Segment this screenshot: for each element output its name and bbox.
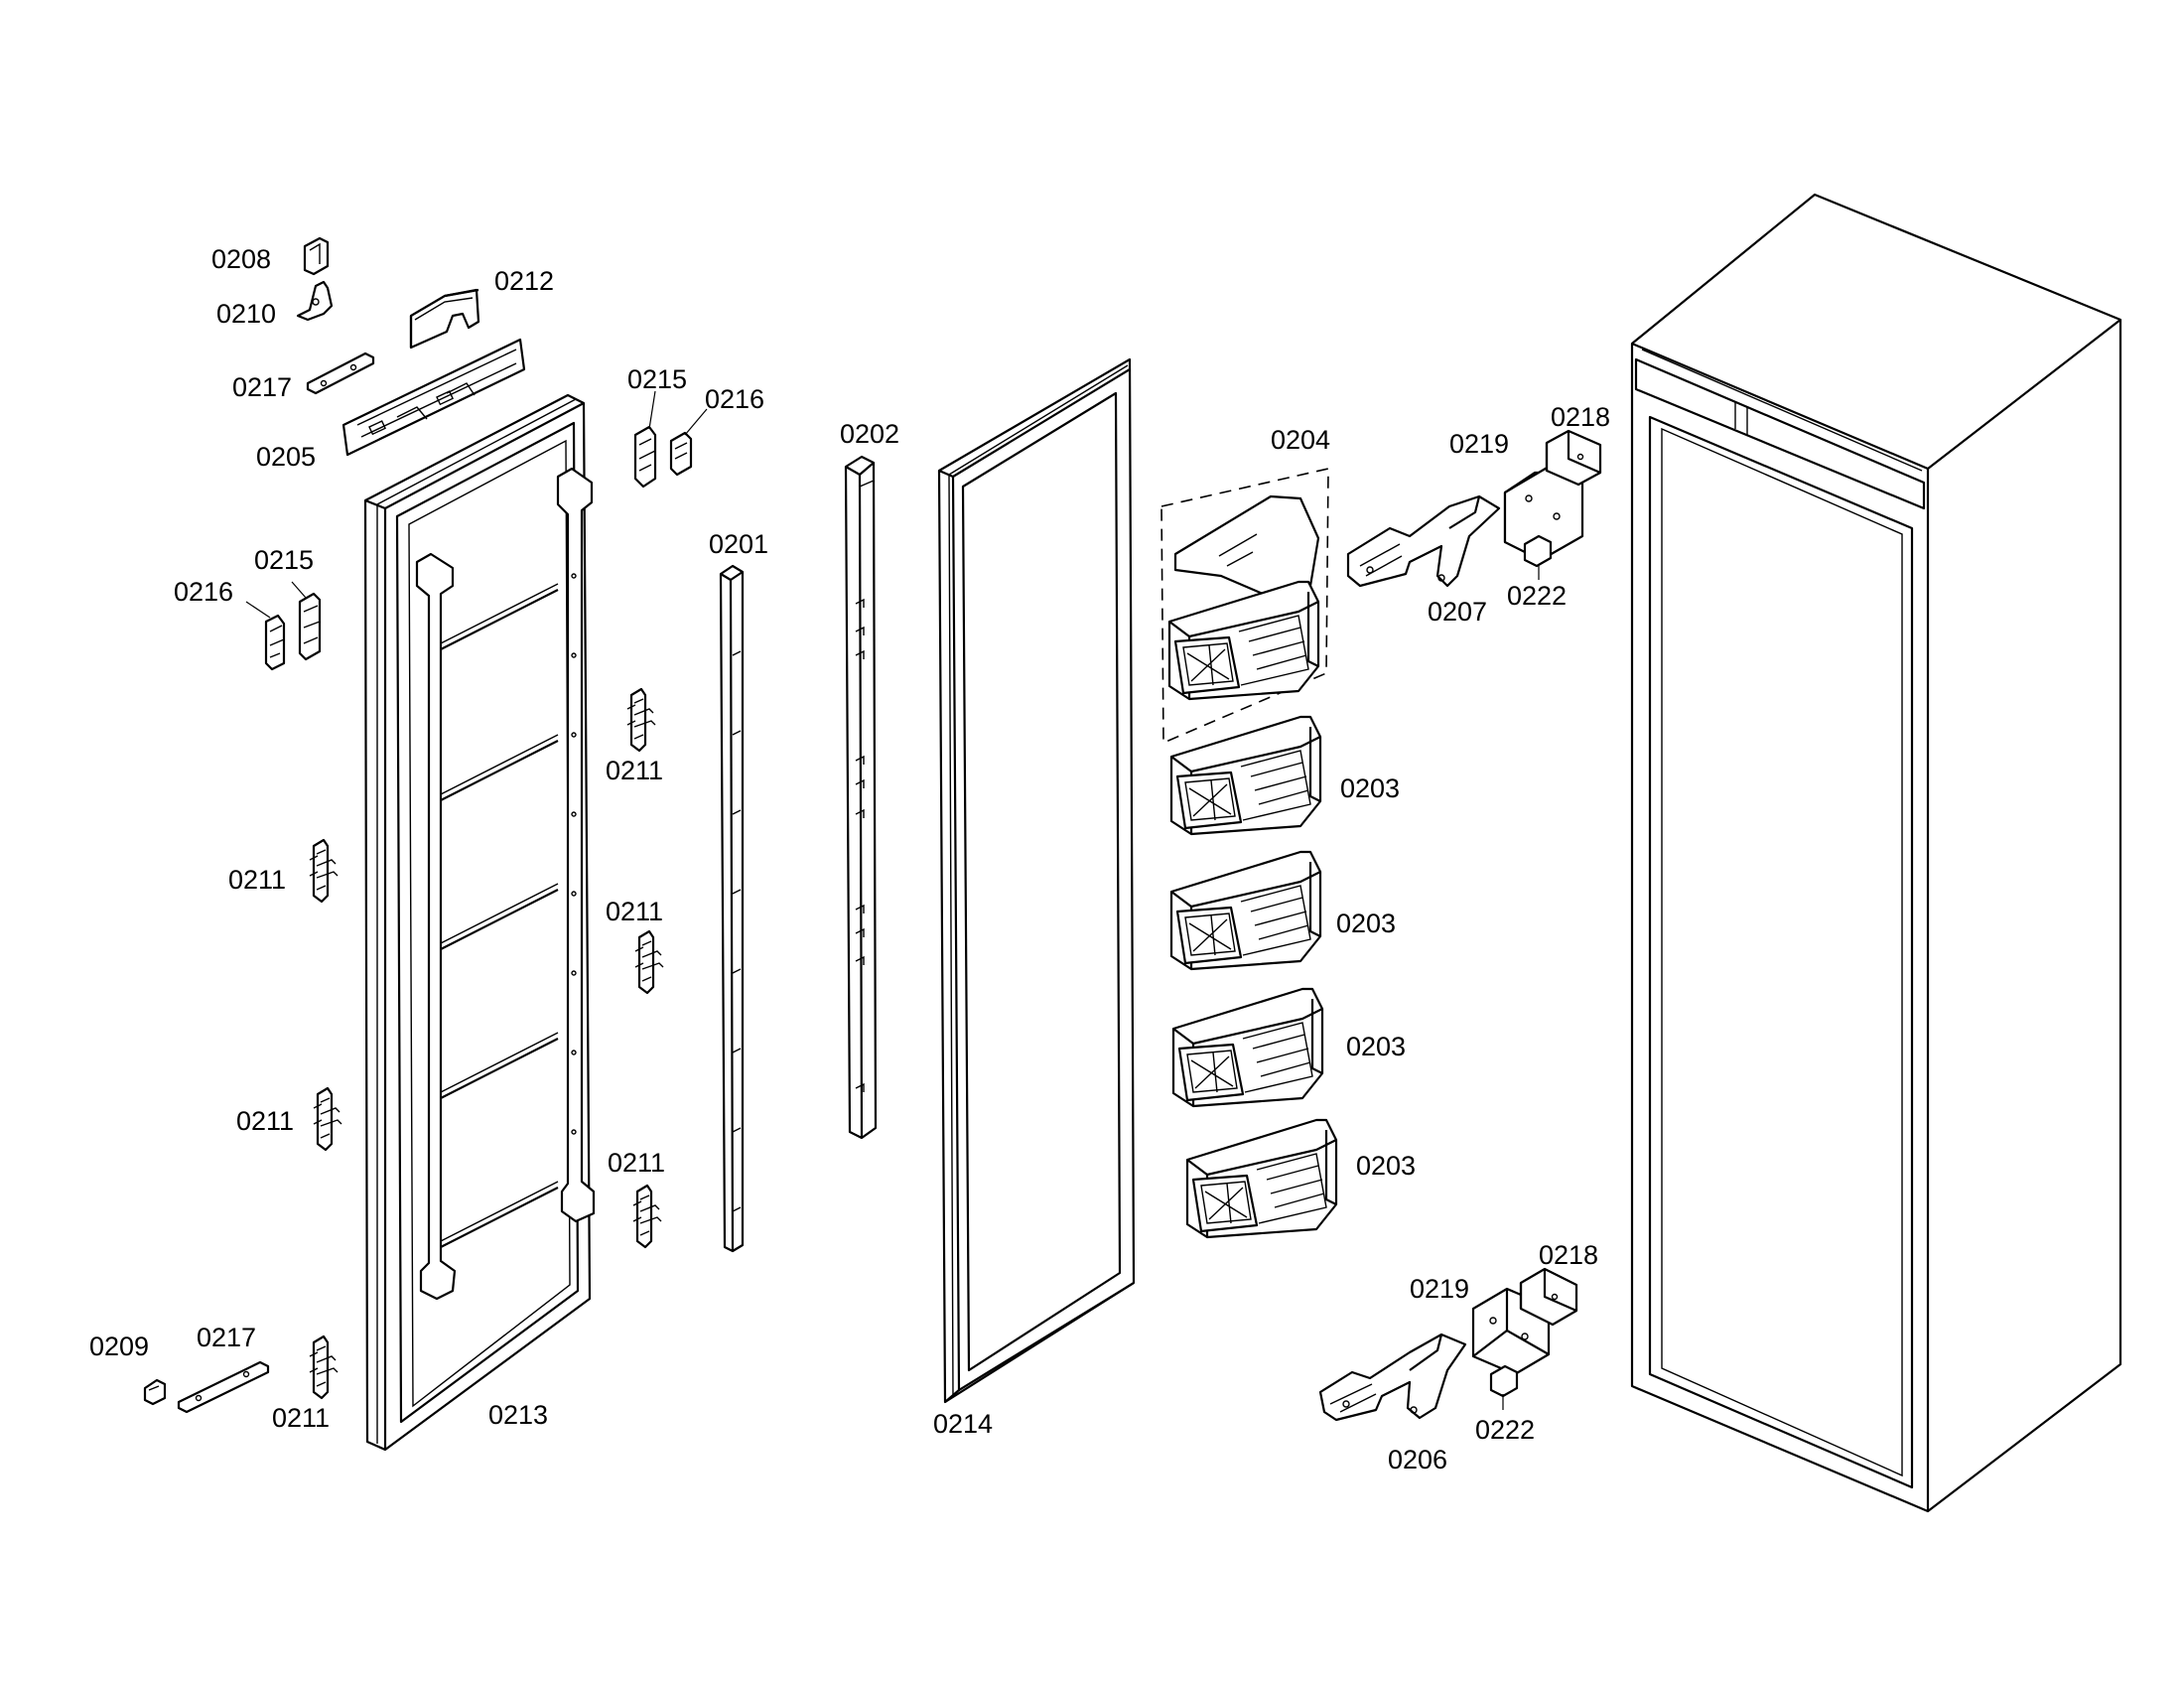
part-0203-bin-a [1169,715,1322,836]
label-0211-b: 0211 [228,865,286,895]
label-0219-top: 0219 [1449,429,1509,459]
part-0211-clip-d [312,1086,343,1152]
part-0215-clip-left [298,592,322,661]
label-0211-d: 0211 [236,1106,294,1136]
part-0213-door-liner [363,393,596,1452]
label-0217-bottom: 0217 [197,1323,256,1352]
part-cabinet [1630,193,2122,1513]
label-0211-f: 0211 [272,1403,330,1433]
label-0210: 0210 [216,299,276,329]
label-0214: 0214 [933,1409,993,1439]
label-0211-e: 0211 [608,1148,665,1178]
label-0216-a: 0216 [705,384,764,414]
label-0208: 0208 [211,244,271,274]
part-0209-clip [143,1378,167,1406]
label-0222-bottom: 0222 [1475,1415,1535,1445]
part-0208-cap [303,236,330,276]
part-0211-clip-c [633,929,665,995]
part-0202-strip [844,455,878,1140]
label-0211-a: 0211 [606,756,663,785]
label-0222-top: 0222 [1507,581,1567,611]
part-0206-bottom-hinge [1318,1333,1467,1422]
part-0203-bin-c [1171,987,1324,1108]
part-0217-bottom-bar [177,1360,270,1414]
label-0212: 0212 [494,266,554,296]
part-0215-clip-top [633,425,657,489]
part-0201-strip [719,564,745,1253]
part-0214-door-gasket [937,357,1136,1404]
part-0222-bottom-tab [1489,1364,1519,1398]
label-0203-a: 0203 [1340,773,1400,803]
label-0203-c: 0203 [1346,1032,1406,1061]
label-0206: 0206 [1388,1445,1447,1474]
label-0207: 0207 [1428,597,1487,627]
part-0217-top-bar [306,351,375,395]
part-0211-clip-e [631,1184,663,1249]
label-0213: 0213 [488,1400,548,1430]
part-0216-clip-top [669,431,693,477]
part-0204-covered-bin [1160,467,1329,745]
part-0216-clip-left [264,614,286,671]
label-0202: 0202 [840,419,899,449]
part-0218-top-bracket [1545,429,1602,487]
part-0222-top-tab [1523,534,1553,568]
label-0203-b: 0203 [1336,909,1396,938]
label-0209: 0209 [89,1332,149,1361]
part-0211-clip-a [625,687,657,753]
label-0211-c: 0211 [606,897,663,926]
part-0212-cover [409,288,480,350]
part-0203-bin-b [1169,850,1322,971]
part-0205-plate [341,338,526,457]
label-0203-d: 0203 [1356,1151,1416,1181]
label-0204: 0204 [1271,425,1330,455]
label-0219-bottom: 0219 [1410,1274,1469,1304]
label-0218-top: 0218 [1551,402,1610,432]
part-0211-clip-b [308,838,340,904]
label-0215-b: 0215 [254,545,314,575]
label-0205: 0205 [256,442,316,472]
label-0201: 0201 [709,529,768,559]
label-0218-bottom: 0218 [1539,1240,1598,1270]
part-0203-bin-d [1185,1118,1338,1239]
part-0207-top-hinge [1346,494,1501,588]
label-0215-a: 0215 [627,364,687,394]
part-0211-clip-f [308,1334,340,1400]
label-0216-b: 0216 [174,577,233,607]
label-0217-top: 0217 [232,372,292,402]
part-0210-clip [296,280,334,322]
part-0218-bottom-bracket [1519,1267,1578,1327]
